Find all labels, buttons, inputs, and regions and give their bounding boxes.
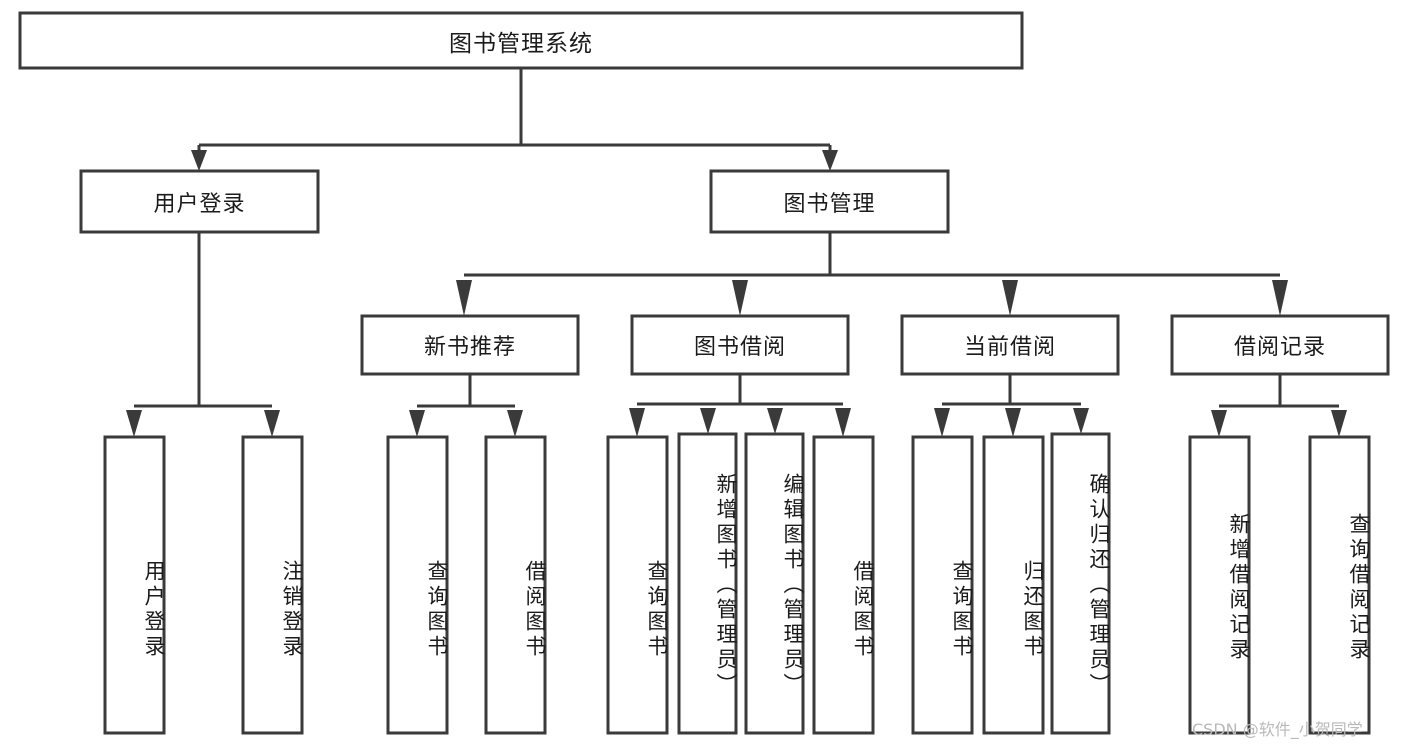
arrow-head-user-login [191, 150, 207, 171]
node-box-leaf-query-record[interactable] [1308, 435, 1371, 735]
node-box-leaf-confirm-return[interactable] [1050, 432, 1111, 735]
arrow-head-book-borrow [732, 280, 748, 316]
node-box-book-management[interactable] [709, 169, 950, 234]
node-box-user-login[interactable] [79, 169, 320, 234]
arrow-head-book-management [822, 150, 838, 171]
node-box-leaf-query-book-1[interactable] [386, 435, 449, 735]
arrow-head-leaf-logout-login [264, 410, 280, 437]
arrow-head-leaf-borrow-book-1 [507, 410, 523, 437]
arrow-head-leaf-borrow-book-2 [835, 408, 851, 437]
node-box-current-borrow[interactable] [900, 314, 1120, 376]
arrow-head-leaf-query-book-2 [629, 408, 645, 437]
arrow-head-new-book-recommend [456, 280, 472, 316]
arrow-head-leaf-confirm-return [1073, 408, 1089, 434]
node-box-leaf-add-book[interactable] [677, 432, 738, 735]
arrow-head-leaf-query-book-3 [934, 408, 950, 437]
arrow-head-leaf-edit-book [767, 408, 783, 434]
arrow-head-leaf-query-book-1 [409, 410, 425, 437]
node-box-leaf-query-book-3[interactable] [911, 435, 974, 735]
arrow-head-current-borrow [1002, 280, 1018, 316]
arrow-head-leaf-user-login [126, 410, 142, 437]
node-box-root[interactable] [18, 11, 1024, 70]
arrow-head-leaf-add-book [700, 408, 716, 434]
node-box-leaf-borrow-book-2[interactable] [812, 435, 875, 735]
node-box-book-borrow[interactable] [630, 314, 850, 376]
node-box-leaf-edit-book[interactable] [744, 432, 805, 735]
node-box-leaf-user-login[interactable] [103, 435, 166, 735]
arrow-head-leaf-query-record [1331, 410, 1347, 437]
node-box-leaf-query-book-2[interactable] [606, 435, 669, 735]
node-box-leaf-logout-login[interactable] [241, 435, 304, 735]
node-box-borrow-record[interactable] [1170, 314, 1390, 376]
arrow-head-leaf-add-record [1211, 410, 1227, 437]
node-box-leaf-borrow-book-1[interactable] [484, 435, 547, 735]
node-box-leaf-add-record[interactable] [1188, 435, 1251, 735]
node-box-new-book-recommend[interactable] [360, 314, 580, 376]
arrow-head-borrow-record [1272, 280, 1288, 316]
arrow-head-leaf-return-book [1005, 408, 1021, 437]
node-box-leaf-return-book[interactable] [982, 435, 1045, 735]
